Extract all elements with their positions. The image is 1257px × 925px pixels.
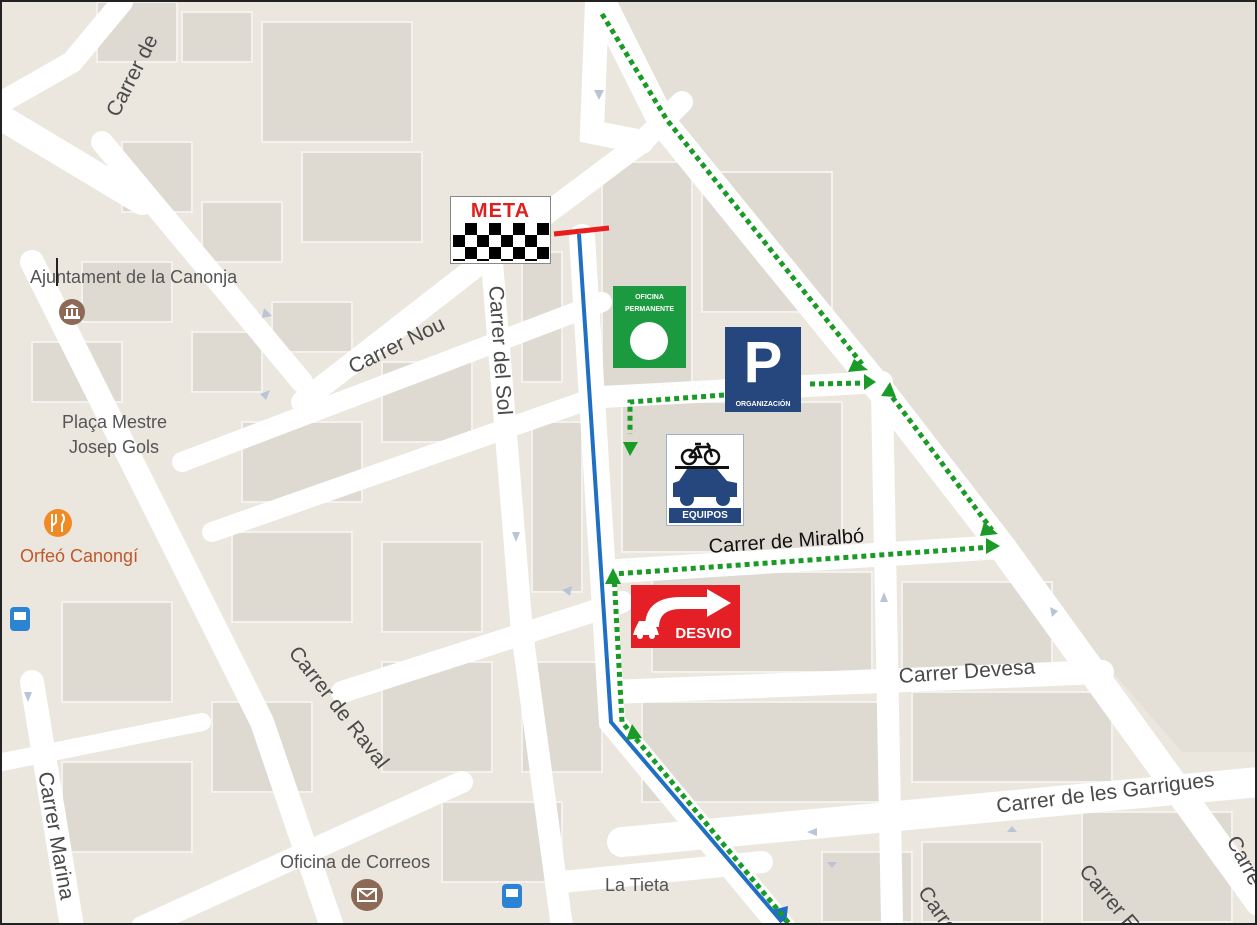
- detour-label: DESVIO: [675, 625, 732, 642]
- poi-placa-line1[interactable]: Plaça Mestre: [62, 412, 168, 432]
- parking-org-label: ORGANIZACIÓN: [735, 401, 791, 408]
- car-icon: [673, 469, 737, 506]
- team-area-sign[interactable]: EQUIPOS: [666, 434, 744, 526]
- detour-route: [599, 12, 994, 923]
- text-cursor: [56, 258, 58, 286]
- poi-correos[interactable]: Oficina de Correos: [280, 852, 431, 872]
- office-label-line1: OFICINA: [635, 294, 664, 301]
- parking-letter: P: [743, 330, 783, 395]
- restaurant-icon: [44, 509, 72, 537]
- bicycle-car-icon: [673, 442, 737, 506]
- permanent-office-sign[interactable]: OFICINA PERMANENTE: [613, 286, 686, 368]
- checkered-flag-icon: [453, 223, 549, 261]
- parking-sign[interactable]: P ORGANIZACIÓN: [725, 327, 801, 412]
- bicycle-icon: [680, 442, 721, 466]
- poi-ajuntament[interactable]: Ajuntament de la Canonja: [30, 267, 238, 287]
- team-area-label: EQUIPOS: [669, 508, 741, 523]
- office-circle-icon: [630, 322, 668, 360]
- finish-sign-meta[interactable]: META: [450, 196, 551, 264]
- finish-line: [553, 225, 610, 237]
- detour-arrow-heads: [605, 359, 1000, 740]
- race-route-line: [577, 233, 784, 923]
- one-way-arrow-icon: [24, 90, 1058, 868]
- detour-arrow-icon: [633, 589, 731, 639]
- poi-placa-line2[interactable]: Josep Gols: [69, 437, 160, 457]
- finish-sign-label: META: [470, 200, 531, 222]
- office-label-line2: PERMANENTE: [624, 306, 674, 313]
- poi-tieta[interactable]: La Tieta: [605, 875, 670, 895]
- detour-sign[interactable]: DESVIO: [631, 585, 740, 648]
- poi-orfeo[interactable]: Orfeó Canongí: [20, 546, 139, 566]
